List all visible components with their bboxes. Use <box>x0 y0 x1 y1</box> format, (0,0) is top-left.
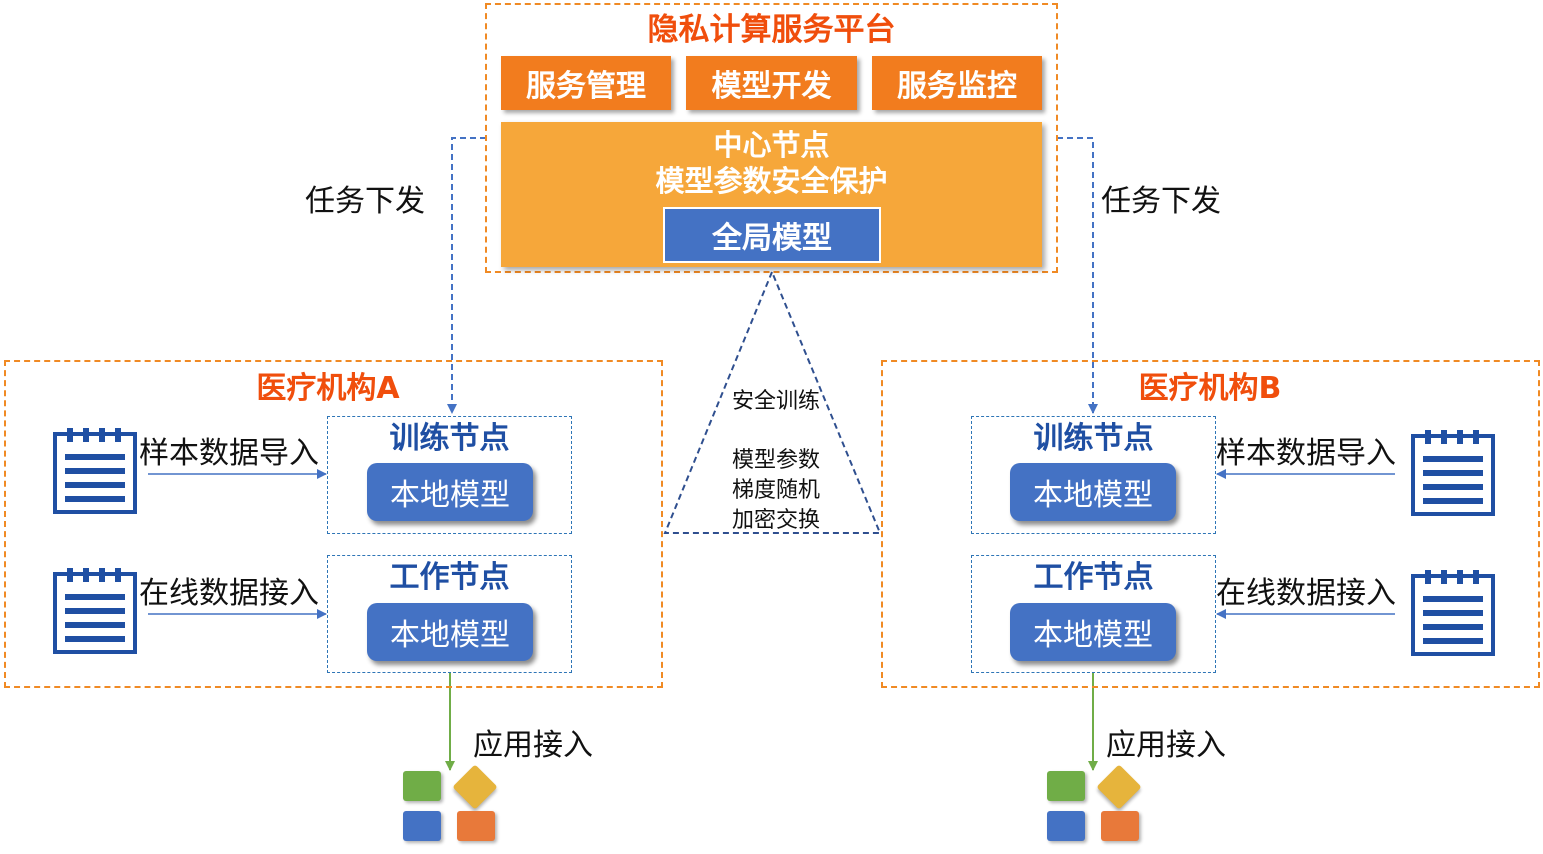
app-tile-green <box>1047 771 1085 801</box>
task-dispatch-label-left: 任务下发 <box>305 184 425 219</box>
center-node-subtitle: 模型参数安全保护 <box>655 164 888 198</box>
org-a-frame <box>4 360 663 688</box>
org-b-work-node-title: 工作节点 <box>1033 560 1154 595</box>
org-b-frame <box>881 360 1540 688</box>
org-a-train-node <box>327 416 572 534</box>
exchange-triangle <box>663 269 882 534</box>
app-tile-orange <box>1101 811 1139 841</box>
app-tile-orange <box>457 811 495 841</box>
org-b-app-access-label: 应用接入 <box>1106 728 1226 763</box>
org-a-train-local-model[interactable]: 本地模型 <box>367 463 533 521</box>
app-icon[interactable] <box>403 764 503 845</box>
exchange-line-1: 模型参数 <box>731 448 820 473</box>
exchange-line-2: 梯度随机 <box>731 478 820 503</box>
document-icon <box>53 428 137 514</box>
app-icon[interactable] <box>1047 764 1147 845</box>
org-a-online-import-label: 在线数据接入 <box>139 576 319 611</box>
document-icon <box>1411 570 1495 656</box>
org-b-online-import-label: 在线数据接入 <box>1216 576 1396 611</box>
secure-training-label: 安全训练 <box>731 389 820 414</box>
org-b-work-node <box>971 555 1216 673</box>
org-b-train-node <box>971 416 1216 534</box>
org-b-sample-import-label: 样本数据导入 <box>1216 436 1396 471</box>
task-arrow-right <box>1057 137 1098 414</box>
document-icon <box>1411 430 1495 516</box>
app-tile-blue <box>403 811 441 841</box>
org-a-sample-import-label: 样本数据导入 <box>139 436 319 471</box>
org-a-work-node <box>327 555 572 673</box>
global-model-button[interactable]: 全局模型 <box>663 207 881 263</box>
org-a-work-local-model[interactable]: 本地模型 <box>367 603 533 661</box>
org-a-app-access-label: 应用接入 <box>473 728 593 763</box>
tab-service-management[interactable]: 服务管理 <box>501 56 671 110</box>
org-b-train-local-model[interactable]: 本地模型 <box>1010 463 1176 521</box>
tab-model-development[interactable]: 模型开发 <box>686 56 857 110</box>
app-tile-blue <box>1047 811 1085 841</box>
org-b-work-local-model[interactable]: 本地模型 <box>1010 603 1176 661</box>
app-tile-yellow <box>452 764 498 810</box>
org-a-work-node-title: 工作节点 <box>389 560 510 595</box>
center-node-title: 中心节点 <box>713 128 830 162</box>
org-a-title: 医疗机构A <box>256 371 400 406</box>
app-tile-yellow <box>1096 764 1142 810</box>
task-arrow-left <box>447 137 486 414</box>
tab-service-monitoring[interactable]: 服务监控 <box>872 56 1042 110</box>
exchange-line-3: 加密交换 <box>731 508 820 533</box>
platform-title: 隐私计算服务平台 <box>647 12 896 48</box>
platform-frame <box>485 3 1058 273</box>
document-icon <box>53 568 137 654</box>
task-dispatch-label-right: 任务下发 <box>1101 184 1221 219</box>
org-a-train-node-title: 训练节点 <box>389 421 510 456</box>
org-b-title: 医疗机构B <box>1138 371 1282 406</box>
org-b-train-node-title: 训练节点 <box>1033 421 1154 456</box>
app-tile-green <box>403 771 441 801</box>
